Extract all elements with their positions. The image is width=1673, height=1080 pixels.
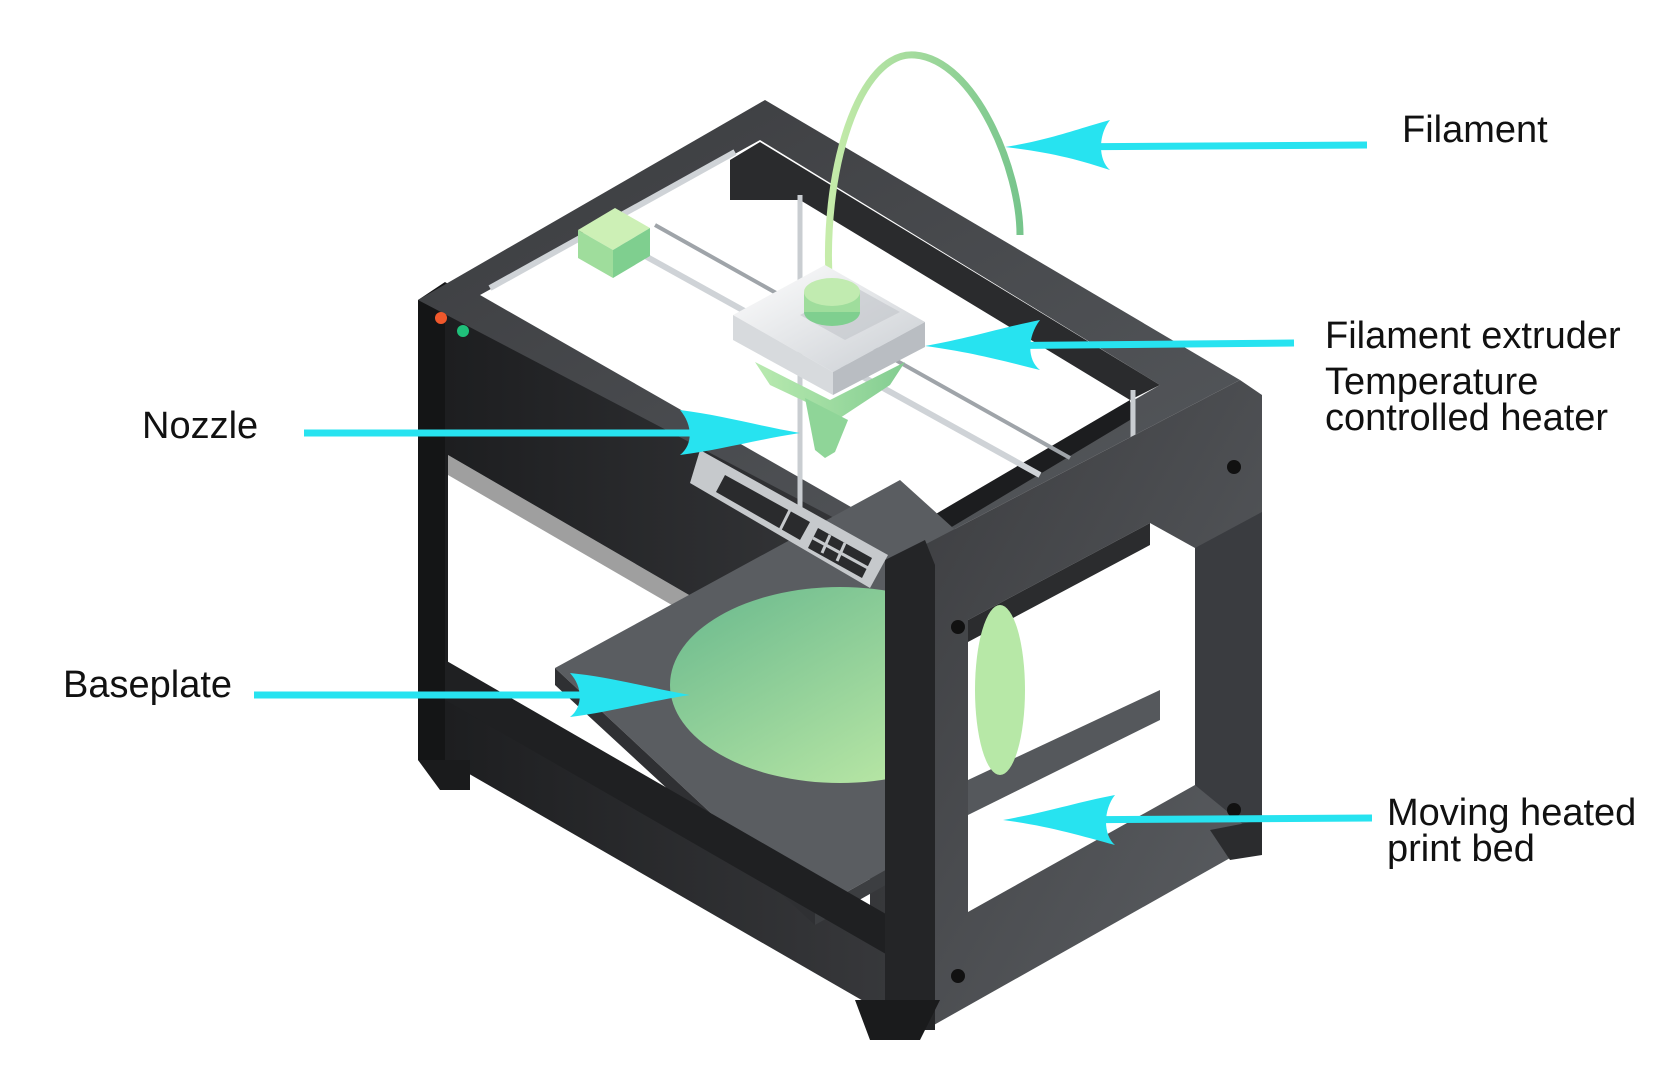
label-baseplate: Baseplate xyxy=(63,664,233,706)
arrow-nozzle xyxy=(304,410,800,455)
screw-hole xyxy=(951,969,965,983)
led-red-icon xyxy=(435,312,447,324)
right-window-interior xyxy=(968,523,1150,642)
heater-block xyxy=(755,362,905,418)
interior-back xyxy=(730,142,1160,400)
extruder-left xyxy=(733,315,833,395)
nozzle-tip xyxy=(805,398,848,458)
label-filament-extruder: Filament extruder xyxy=(1325,315,1621,357)
label-moving-bed: Moving heated print bed xyxy=(1387,792,1637,870)
foot-front xyxy=(855,1000,940,1040)
slider-block-right xyxy=(613,228,650,278)
foot-left xyxy=(418,760,470,790)
arrow-baseplate xyxy=(254,673,690,717)
label-heater-line2: controlled heater xyxy=(1325,397,1609,439)
control-panel-screen xyxy=(716,475,810,540)
right-bed-segment xyxy=(968,690,1160,815)
label-bed-line2: print bed xyxy=(1387,828,1535,870)
arrow-bed xyxy=(1003,795,1373,845)
corner-pillar xyxy=(885,540,935,1030)
arrow-extruder xyxy=(925,320,1295,370)
label-heater-line1: Temperature xyxy=(1325,361,1539,403)
screw-hole xyxy=(951,620,965,634)
foot-right xyxy=(1210,820,1262,860)
filament-cap-top xyxy=(804,278,860,306)
left-frame xyxy=(418,282,445,780)
label-filament: Filament xyxy=(1402,109,1548,151)
screw-hole xyxy=(1227,460,1241,474)
right-window xyxy=(968,523,1195,912)
right-window-mask xyxy=(1195,512,1262,840)
led-green-icon xyxy=(457,325,469,337)
arrow-filament xyxy=(1005,120,1368,170)
label-bed-line1: Moving heated xyxy=(1387,792,1637,834)
filament-tube xyxy=(824,51,1024,296)
slider-block-top xyxy=(578,208,650,250)
slider-block-left xyxy=(578,230,613,278)
interior-right xyxy=(900,400,1130,555)
extruder-right xyxy=(833,322,925,395)
screw-hole xyxy=(1227,803,1241,817)
label-nozzle: Nozzle xyxy=(142,405,259,447)
baseplate-disc-right xyxy=(975,605,1025,775)
label-temperature-heater: Temperature controlled heater xyxy=(1325,361,1609,439)
lower-front-bar xyxy=(445,660,905,965)
